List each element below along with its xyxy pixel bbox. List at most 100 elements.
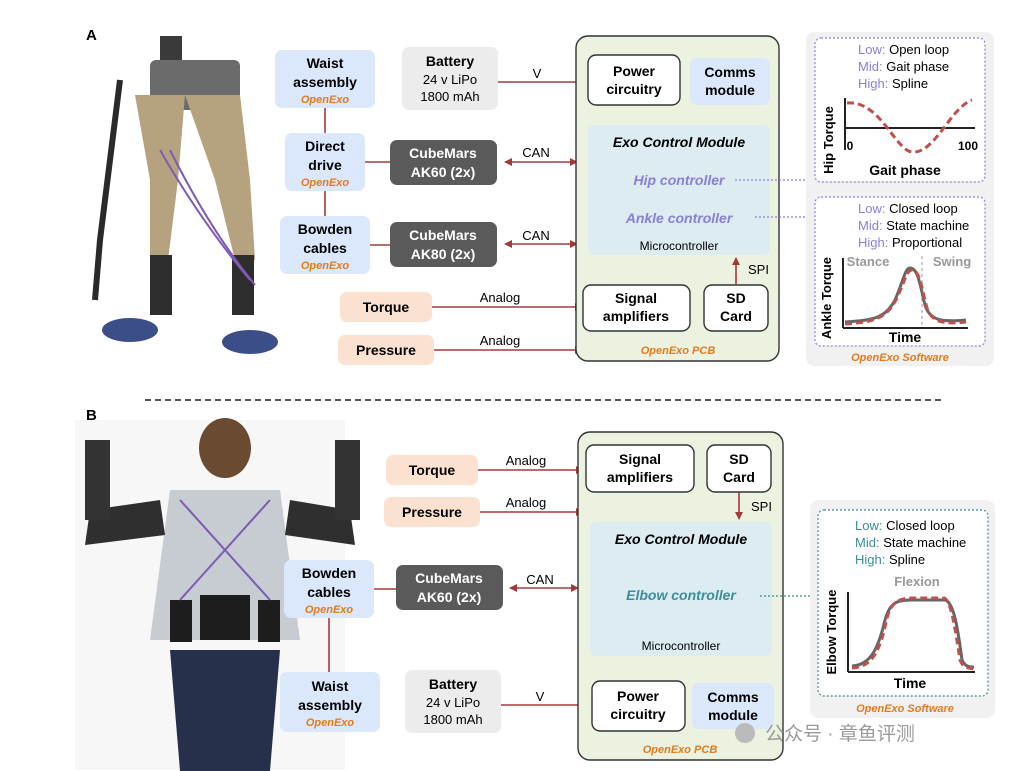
svg-text:High: Proportional: High: Proportional (858, 235, 962, 250)
svg-text:Battery: Battery (426, 53, 474, 69)
bowden-cables-box-a: Bowden cables OpenExo (280, 216, 370, 274)
direct-drive-box: Direct drive OpenExo (285, 133, 365, 191)
svg-text:SPI: SPI (751, 499, 772, 514)
svg-text:Low: Closed loop: Low: Closed loop (858, 201, 958, 216)
torque-sensor-box-b: Torque (386, 455, 478, 485)
svg-text:Elbow controller: Elbow controller (626, 587, 737, 603)
svg-text:Analog: Analog (506, 495, 546, 510)
svg-text:Waist: Waist (307, 55, 344, 71)
cubemars-ak60-box-b: CubeMars AK60 (2x) (396, 565, 503, 610)
svg-text:Mid: Gait phase: Mid: Gait phase (858, 59, 949, 74)
svg-text:cables: cables (307, 584, 351, 600)
svg-text:circuitry: circuitry (610, 706, 665, 722)
svg-text:AK80 (2x): AK80 (2x) (411, 246, 476, 262)
svg-text:CAN: CAN (522, 145, 549, 160)
svg-text:Bowden: Bowden (302, 565, 356, 581)
waist-assembly-box-b: Waist assembly OpenExo (280, 672, 380, 732)
svg-text:Card: Card (723, 469, 755, 485)
software-panel-b: Low: Closed loop Mid: State machine High… (810, 500, 995, 718)
svg-text:Hip controller: Hip controller (633, 172, 726, 188)
svg-text:module: module (705, 82, 755, 98)
svg-text:Exo Control Module: Exo Control Module (613, 134, 745, 150)
svg-text:24 v LiPo: 24 v LiPo (423, 72, 477, 87)
svg-text:Elbow Torque: Elbow Torque (824, 590, 839, 675)
svg-text:CubeMars: CubeMars (409, 227, 477, 243)
svg-text:Waist: Waist (312, 678, 349, 694)
svg-text:Signal: Signal (619, 451, 661, 467)
svg-text:High: Spline: High: Spline (858, 76, 928, 91)
svg-text:CubeMars: CubeMars (415, 570, 483, 586)
svg-text:AK60 (2x): AK60 (2x) (417, 589, 482, 605)
svg-text:Gait phase: Gait phase (869, 162, 941, 178)
svg-text:CubeMars: CubeMars (409, 145, 477, 161)
software-panel-a: Low: Open loop Mid: Gait phase High: Spl… (806, 32, 994, 366)
svg-text:drive: drive (308, 157, 342, 173)
svg-text:Stance: Stance (847, 254, 890, 269)
svg-text:Pressure: Pressure (402, 504, 462, 520)
svg-text:Swing: Swing (933, 254, 971, 269)
svg-text:Torque: Torque (409, 462, 456, 478)
svg-text:OpenExo PCB: OpenExo PCB (643, 744, 718, 756)
svg-text:Time: Time (894, 675, 927, 691)
pressure-sensor-box-b: Pressure (384, 497, 480, 527)
svg-text:Ankle controller: Ankle controller (625, 210, 734, 226)
cubemars-ak80-box: CubeMars AK80 (2x) (390, 222, 497, 267)
svg-text:1800 mAh: 1800 mAh (420, 89, 479, 104)
svg-text:Mid: State machine: Mid: State machine (855, 535, 966, 550)
svg-text:Time: Time (889, 329, 922, 345)
svg-text:Exo Control Module: Exo Control Module (615, 531, 747, 547)
svg-text:AK60 (2x): AK60 (2x) (411, 164, 476, 180)
svg-text:OpenExo Software: OpenExo Software (856, 703, 954, 715)
svg-text:Flexion: Flexion (894, 574, 940, 589)
svg-text:Signal: Signal (615, 290, 657, 306)
svg-text:assembly: assembly (298, 697, 362, 713)
svg-text:SD: SD (726, 290, 745, 306)
svg-text:OpenExo: OpenExo (301, 177, 350, 189)
openexo-pcb-a: Power circuitry Comms module Exo Control… (575, 35, 780, 362)
svg-text:Torque: Torque (363, 299, 410, 315)
svg-text:amplifiers: amplifiers (607, 469, 673, 485)
leg-exoskeleton-photo (92, 36, 278, 354)
svg-text:0: 0 (847, 139, 854, 153)
svg-text:Low: Open loop: Low: Open loop (858, 42, 949, 57)
svg-text:V: V (536, 689, 545, 704)
svg-text:1800 mAh: 1800 mAh (423, 712, 482, 727)
svg-text:Microcontroller: Microcontroller (640, 239, 719, 253)
svg-text:OpenExo: OpenExo (305, 604, 354, 616)
bowden-cables-box-b: Bowden cables OpenExo (284, 560, 374, 618)
svg-text:Mid: State machine: Mid: State machine (858, 218, 969, 233)
svg-text:OpenExo: OpenExo (301, 94, 350, 106)
svg-text:Microcontroller: Microcontroller (642, 639, 721, 653)
openexo-pcb-b: Signal amplifiers SD Card SPI Exo Contro… (577, 431, 784, 761)
svg-text:Analog: Analog (480, 333, 520, 348)
ankle-target-curve (844, 268, 967, 326)
svg-text:circuitry: circuitry (606, 81, 661, 97)
svg-text:cables: cables (303, 240, 347, 256)
torque-sensor-box-a: Torque (340, 292, 432, 322)
svg-text:Low: Closed loop: Low: Closed loop (855, 518, 955, 533)
svg-text:Comms: Comms (707, 689, 759, 705)
svg-text:SD: SD (729, 451, 748, 467)
pressure-sensor-box-a: Pressure (338, 335, 434, 365)
elbow-target-curve (851, 596, 975, 671)
panel-b-label: B (86, 407, 97, 424)
svg-text:Analog: Analog (480, 290, 520, 305)
panel-a-label: A (86, 27, 97, 44)
svg-text:Ankle Torque: Ankle Torque (819, 257, 834, 339)
svg-text:Direct: Direct (305, 138, 345, 154)
svg-text:assembly: assembly (293, 74, 357, 90)
battery-box-b: Battery 24 v LiPo 1800 mAh (405, 670, 501, 733)
svg-text:module: module (708, 707, 758, 723)
svg-text:24 v LiPo: 24 v LiPo (426, 695, 480, 710)
svg-text:SPI: SPI (748, 262, 769, 277)
svg-text:Comms: Comms (704, 64, 756, 80)
svg-text:公众号 · 章鱼评测: 公众号 · 章鱼评测 (765, 723, 915, 745)
svg-text:Hip Torque: Hip Torque (821, 106, 836, 174)
svg-text:V: V (533, 66, 542, 81)
svg-text:OpenExo: OpenExo (306, 717, 355, 729)
svg-text:Power: Power (617, 688, 660, 704)
svg-text:Analog: Analog (506, 453, 546, 468)
svg-text:amplifiers: amplifiers (603, 308, 669, 324)
svg-text:Power: Power (613, 63, 656, 79)
